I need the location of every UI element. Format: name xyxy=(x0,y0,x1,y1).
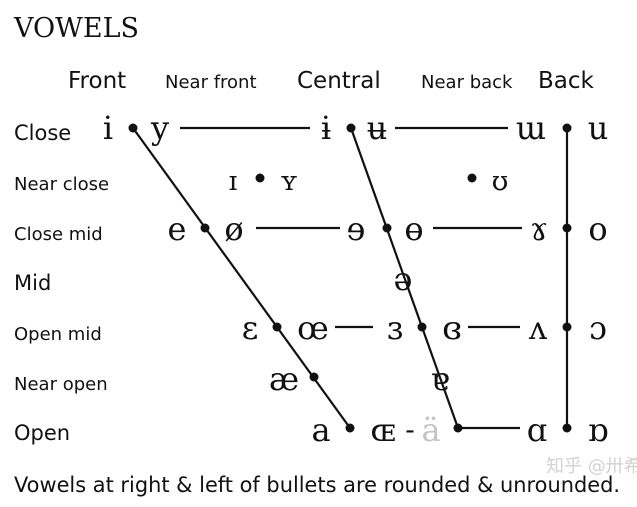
row-label-open: Open xyxy=(14,421,70,445)
vowel-open-mid-central-rounded: ɞ xyxy=(442,309,462,347)
vowel-open-mid-front-unrounded: ɛ xyxy=(242,309,259,347)
bullet-near-close-back xyxy=(467,173,477,183)
bullet-close-mid-back xyxy=(562,223,572,233)
row-label-near-close: Near close xyxy=(14,174,109,195)
vowel-close-back-rounded: u xyxy=(588,109,609,147)
vowel-open-mid-front-rounded: œ xyxy=(297,309,329,347)
bullet-close-central xyxy=(346,123,356,133)
footnote: Vowels at right & left of bullets are ro… xyxy=(14,473,620,497)
vowel-symbols: i y ɨ ʉ ɯ u ɪ ʏ ʊ e ø ɘ ɵ ɤ o ə ɛ œ ɜ ɞ … xyxy=(103,109,608,449)
bullet-open-mid-central xyxy=(417,322,427,332)
vowel-near-close-front-rounded: ʏ xyxy=(280,166,298,197)
chart-title: VOWELS xyxy=(13,13,139,44)
vowel-open-mid-back-unrounded: ʌ xyxy=(528,309,547,347)
bullet-close-mid-central xyxy=(382,223,392,233)
vowel-open-back-rounded: ɒ xyxy=(588,411,608,449)
bullet-open-back xyxy=(562,423,572,433)
vowel-mid-central: ə xyxy=(394,260,413,298)
watermark: 知乎 @卅希 xyxy=(546,456,637,477)
vowel-close-front-unrounded: i xyxy=(103,109,113,147)
vowel-open-front-rounded: ɶ xyxy=(370,411,395,449)
vowel-open-back-unrounded: ɑ xyxy=(527,411,547,449)
vowel-close-mid-front-rounded: ø xyxy=(224,210,243,248)
vowel-close-mid-back-rounded: o xyxy=(588,210,607,248)
row-label-open-mid: Open mid xyxy=(14,324,102,345)
bullet-near-close-front xyxy=(255,173,265,183)
vowel-open-front-unrounded: a xyxy=(311,411,330,449)
vowel-near-close-front-unrounded: ɪ xyxy=(229,166,238,197)
vowel-close-back-unrounded: ɯ xyxy=(516,109,546,147)
bullet-open-mid-back xyxy=(562,322,572,332)
vowel-close-central-rounded: ʉ xyxy=(367,109,388,147)
row-label-near-open: Near open xyxy=(14,374,108,395)
vowel-close-front-rounded: y xyxy=(150,109,169,147)
front-edge-line xyxy=(132,127,351,429)
column-header-near-back: Near back xyxy=(421,72,513,93)
column-header-front: Front xyxy=(68,68,126,94)
row-label-mid: Mid xyxy=(14,271,51,295)
vowel-open-central-unrounded: ä xyxy=(421,411,440,449)
bullet-open-central xyxy=(453,423,463,433)
row-label-close-mid: Close mid xyxy=(14,224,103,245)
bullet-close-mid-front xyxy=(200,223,210,233)
column-header-near-front: Near front xyxy=(165,72,257,93)
column-header-back: Back xyxy=(538,68,595,94)
row-label-close: Close xyxy=(14,121,71,145)
vowel-near-close-back-rounded: ʊ xyxy=(492,166,509,197)
vowel-close-mid-central-unrounded: ɘ xyxy=(347,210,366,248)
bullet-close-back xyxy=(562,123,572,133)
bullet-open-mid-front xyxy=(272,322,282,332)
vowel-close-mid-front-unrounded: e xyxy=(168,210,187,248)
vowel-near-open-front: æ xyxy=(269,360,299,398)
vowel-separator-dash: - xyxy=(405,413,414,446)
vowel-close-central-unrounded: ɨ xyxy=(321,109,331,147)
central-diagonal-line xyxy=(349,127,460,429)
bullets xyxy=(128,123,572,433)
vowel-close-mid-central-rounded: ɵ xyxy=(404,210,423,248)
vowel-open-mid-back-rounded: ɔ xyxy=(589,309,607,347)
vowel-near-open-central: ɐ xyxy=(430,360,449,398)
vowel-close-mid-back-unrounded: ɤ xyxy=(530,210,548,248)
bullet-open-front xyxy=(345,423,355,433)
column-header-central: Central xyxy=(297,68,381,94)
bullet-close-front xyxy=(128,123,138,133)
vowel-open-mid-central-unrounded: ɜ xyxy=(387,309,403,347)
bullet-near-open-front xyxy=(309,372,319,382)
